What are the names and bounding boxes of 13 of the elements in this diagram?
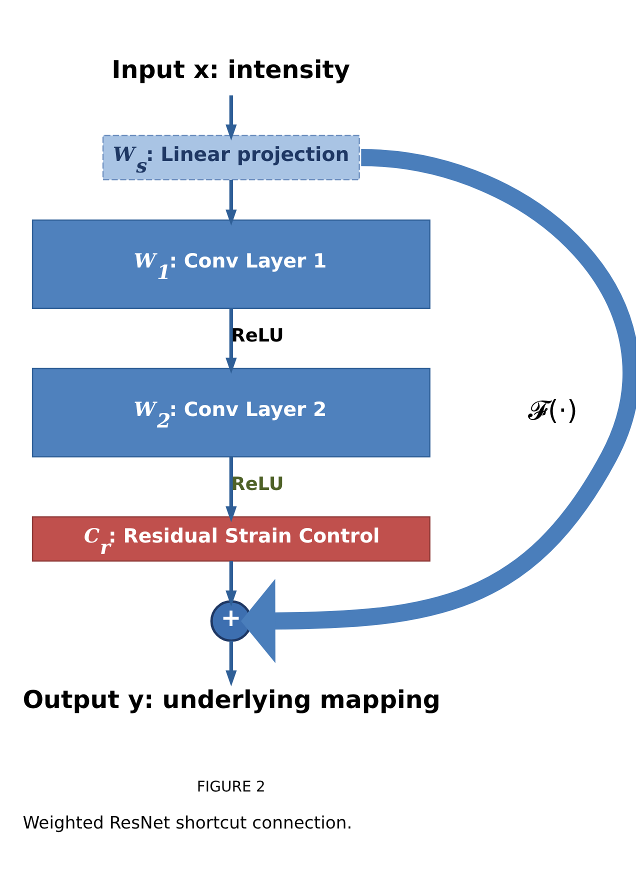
arrow [226,640,237,686]
label: FIGURE 2 [196,778,266,796]
arrow [226,179,237,226]
arrow [226,94,237,140]
node-text: Input x: intensity [112,54,350,84]
node-circle: + [210,600,252,642]
node-text: Output y: underlying mapping [22,684,440,714]
arrow [226,560,237,606]
arrow [226,456,237,522]
caption: Weighted ResNet shortcut connection. [22,813,352,834]
arrow [240,148,636,663]
arrow [226,308,237,374]
label: 𝓕(·) [528,394,578,426]
